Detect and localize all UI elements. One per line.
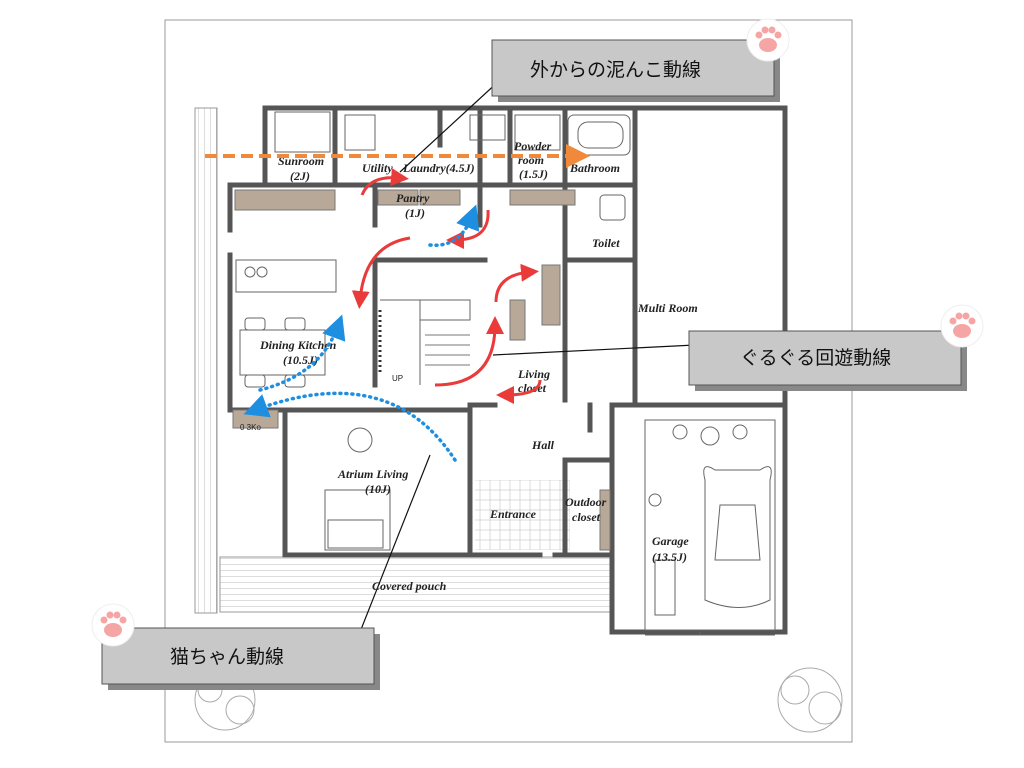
callout-cat-route: 猫ちゃん動線: [101, 627, 380, 690]
west-deck: [194, 107, 218, 614]
room-labels: Sunroom (2J) Utility Laundry(4.5J) Powde…: [240, 139, 698, 593]
label-sunroom: Sunroom: [278, 154, 324, 168]
callout-mud-route-text: 外からの泥んこ動線: [530, 59, 701, 81]
label-atrium-living-size: (10J): [365, 482, 391, 496]
callout-loop-route-text: ぐるぐる回遊動線: [740, 347, 891, 369]
staircase: [378, 310, 470, 375]
label-dining-kitchen-size: (10.5J): [283, 353, 318, 367]
label-up: UP: [392, 374, 403, 383]
entrance-tile: [475, 480, 570, 550]
label-sunroom-size: (2J): [290, 169, 310, 183]
label-outdoor-closet-1: Outdoor: [565, 495, 607, 509]
label-garage: Garage: [652, 534, 689, 548]
label-hall: Hall: [531, 438, 555, 452]
label-dining-kitchen: Dining Kitchen: [259, 338, 337, 352]
label-multi-room: Multi Room: [637, 301, 698, 315]
label-outdoor-closet-2: closet: [572, 510, 601, 524]
cat-route-arrows: [243, 204, 480, 462]
loop-route-arrows: [351, 168, 542, 404]
label-living-closet-1: Living: [517, 367, 550, 381]
label-bathroom: Bathroom: [569, 161, 620, 175]
label-garage-size: (13.5J): [652, 550, 687, 564]
paw-icon: [746, 18, 790, 62]
paw-icon: [91, 603, 135, 647]
label-utility: Utility: [362, 161, 393, 175]
label-laundry: Laundry(4.5J): [402, 161, 475, 175]
label-covered-porch: Covered pouch: [372, 579, 447, 593]
label-atrium-living: Atrium Living: [337, 467, 408, 481]
label-powder-room-size: (1.5J): [519, 167, 548, 181]
label-shelf: 0 3Ko: [240, 423, 261, 432]
label-entrance: Entrance: [489, 507, 537, 521]
callout-loop-route: ぐるぐる回遊動線: [688, 330, 967, 391]
label-pantry: Pantry: [396, 191, 430, 205]
label-pantry-size: (1J): [405, 206, 425, 220]
callout-leaders: [359, 79, 696, 633]
callout-cat-route-text: 猫ちゃん動線: [170, 646, 284, 668]
label-toilet: Toilet: [592, 236, 620, 250]
label-powder-room-1: Powder: [514, 139, 552, 153]
callout-mud-route: 外からの泥んこ動線: [491, 39, 780, 102]
interior-details: [235, 111, 776, 636]
walls: [227, 105, 788, 635]
paw-icon: [940, 304, 984, 348]
